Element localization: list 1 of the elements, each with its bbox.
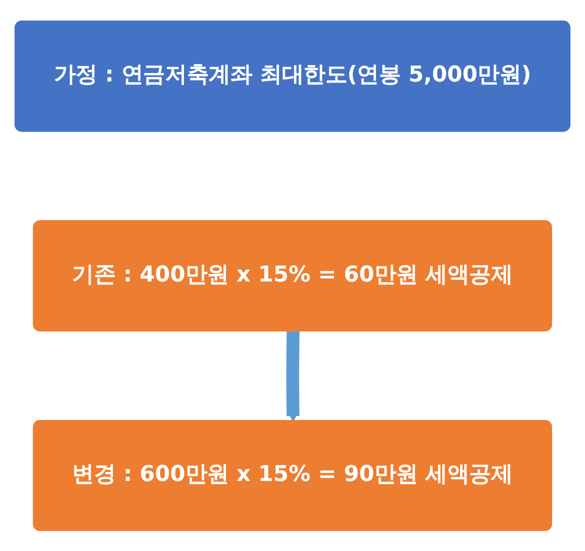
arrow xyxy=(286,330,300,422)
